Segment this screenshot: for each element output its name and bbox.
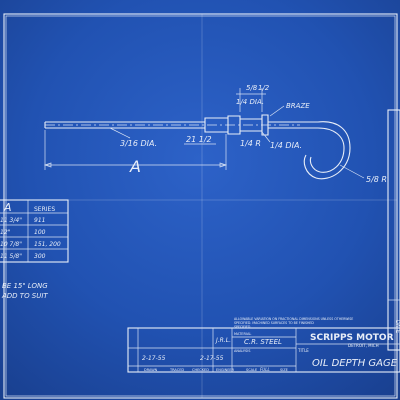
series-table-row-4-series: 300 bbox=[34, 253, 46, 260]
stop-dia-2-label: 1/4 DIA. bbox=[236, 98, 264, 106]
series-table-header-series: SERIES bbox=[34, 206, 55, 213]
hook-radius-leader bbox=[339, 164, 365, 179]
note-line-1: BE 15" LONG bbox=[2, 282, 48, 290]
series-table-row-1-a: 11 3/4" bbox=[0, 217, 22, 224]
title-label: TITLE bbox=[297, 348, 309, 353]
braze-leader bbox=[269, 105, 285, 117]
footer-label-checked: CHECKED bbox=[192, 368, 209, 372]
braze-note: BRAZE bbox=[286, 102, 310, 110]
series-table-row-1-series: 911 bbox=[34, 217, 45, 224]
tolerance-note-line-2: SPECIFIED. MACHINED SURFACES TO BE FINIS… bbox=[234, 321, 314, 325]
material-value: C.R. STEEL bbox=[244, 338, 282, 346]
footer-label-size: SIZE bbox=[280, 368, 288, 372]
initials: J.R.L. bbox=[215, 337, 231, 344]
title-value: OIL DEPTH GAGE bbox=[312, 358, 398, 369]
tolerance-note-line-1: ALLOWABLE VARIATION ON FRACTIONAL DIMENS… bbox=[234, 317, 353, 321]
hook-radius-label: 5/8 R bbox=[366, 175, 387, 184]
length-letter: A bbox=[129, 157, 141, 176]
footer-label-scale: SCALE bbox=[246, 368, 257, 372]
tolerance-note-line-3: SPECIFIED bbox=[234, 325, 251, 329]
stop-dia-leader bbox=[261, 131, 271, 143]
rod-dia-leader bbox=[109, 127, 131, 139]
top-dim-2-label: 1/2 bbox=[258, 84, 270, 92]
series-table-row-4-a: 11 5/8" bbox=[0, 253, 22, 260]
dim-arrow-a-left bbox=[43, 162, 52, 168]
series-table: A SERIES 11 3/4" 911 12" 100 10 7/8" 151… bbox=[0, 199, 69, 263]
stop-radius-label: 1/4 R bbox=[240, 139, 261, 148]
revision-column-label: DATE bbox=[394, 320, 400, 333]
series-table-header-a: A bbox=[3, 201, 12, 214]
top-dim-1-label: 5/8 bbox=[246, 84, 258, 92]
company-name: SCRIPPS MOTOR bbox=[310, 333, 394, 343]
rod-dia-label: 3/16 DIA. bbox=[120, 139, 157, 148]
date-1: 2-17-55 bbox=[142, 355, 166, 362]
sheet-border bbox=[3, 13, 398, 399]
scale-value: FULL bbox=[260, 367, 270, 372]
series-table-row-2-a: 12" bbox=[0, 229, 11, 236]
company-location: DETROIT, MICH bbox=[348, 343, 379, 348]
title-block bbox=[127, 327, 400, 373]
dipstick-collar bbox=[240, 114, 269, 136]
sheet-inner-border bbox=[5, 15, 396, 397]
material-label: MATERIAL bbox=[234, 332, 251, 336]
dipstick-stop bbox=[204, 115, 241, 135]
note-line-2: ADD TO SUIT bbox=[1, 292, 48, 300]
analysis-label: ANALYSIS bbox=[234, 349, 251, 353]
series-table-row-2-series: 100 bbox=[34, 229, 46, 236]
dipstick-rod bbox=[44, 121, 205, 129]
footer-label-traced: TRACED bbox=[169, 368, 184, 372]
footer-label-engineer: ENGINEER bbox=[216, 368, 235, 372]
date-2: 2-17-55 bbox=[200, 355, 224, 362]
series-table-row-3-a: 10 7/8" bbox=[0, 241, 22, 248]
dim-arrow-a-right bbox=[219, 162, 228, 168]
tube-dim-label: 21 1/2 bbox=[186, 135, 212, 144]
footer-label-drawn: DRAWN bbox=[144, 368, 158, 372]
stop-dia-label: 1/4 DIA. bbox=[270, 141, 302, 150]
series-table-row-3-series: 151, 200 bbox=[34, 241, 61, 248]
dipstick-handle bbox=[268, 121, 351, 180]
handle-hook-inner bbox=[303, 154, 321, 179]
revision-column bbox=[387, 109, 400, 351]
